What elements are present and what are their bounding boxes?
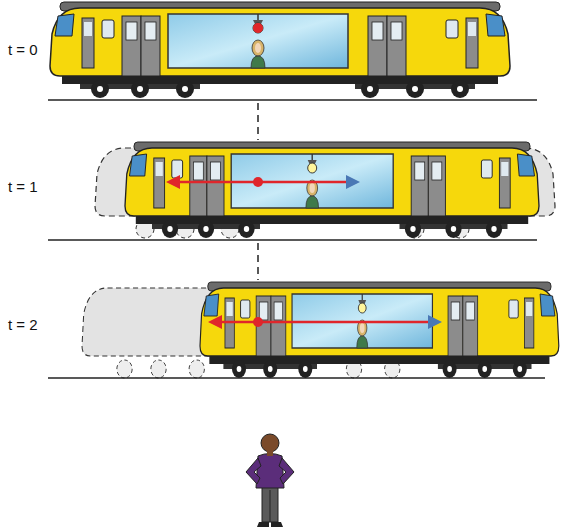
track (48, 239, 537, 241)
light-ray-arrow (208, 315, 442, 329)
light-flash (253, 23, 263, 33)
train (50, 2, 510, 98)
time-label: t = 0 (8, 41, 38, 58)
track (48, 99, 537, 101)
time-label: t = 2 (8, 316, 38, 333)
light-ray-arrow (166, 175, 360, 189)
track (48, 377, 545, 379)
train (125, 142, 539, 238)
train (200, 282, 559, 378)
time-label: t = 1 (8, 178, 38, 195)
observer-figure (246, 434, 294, 527)
